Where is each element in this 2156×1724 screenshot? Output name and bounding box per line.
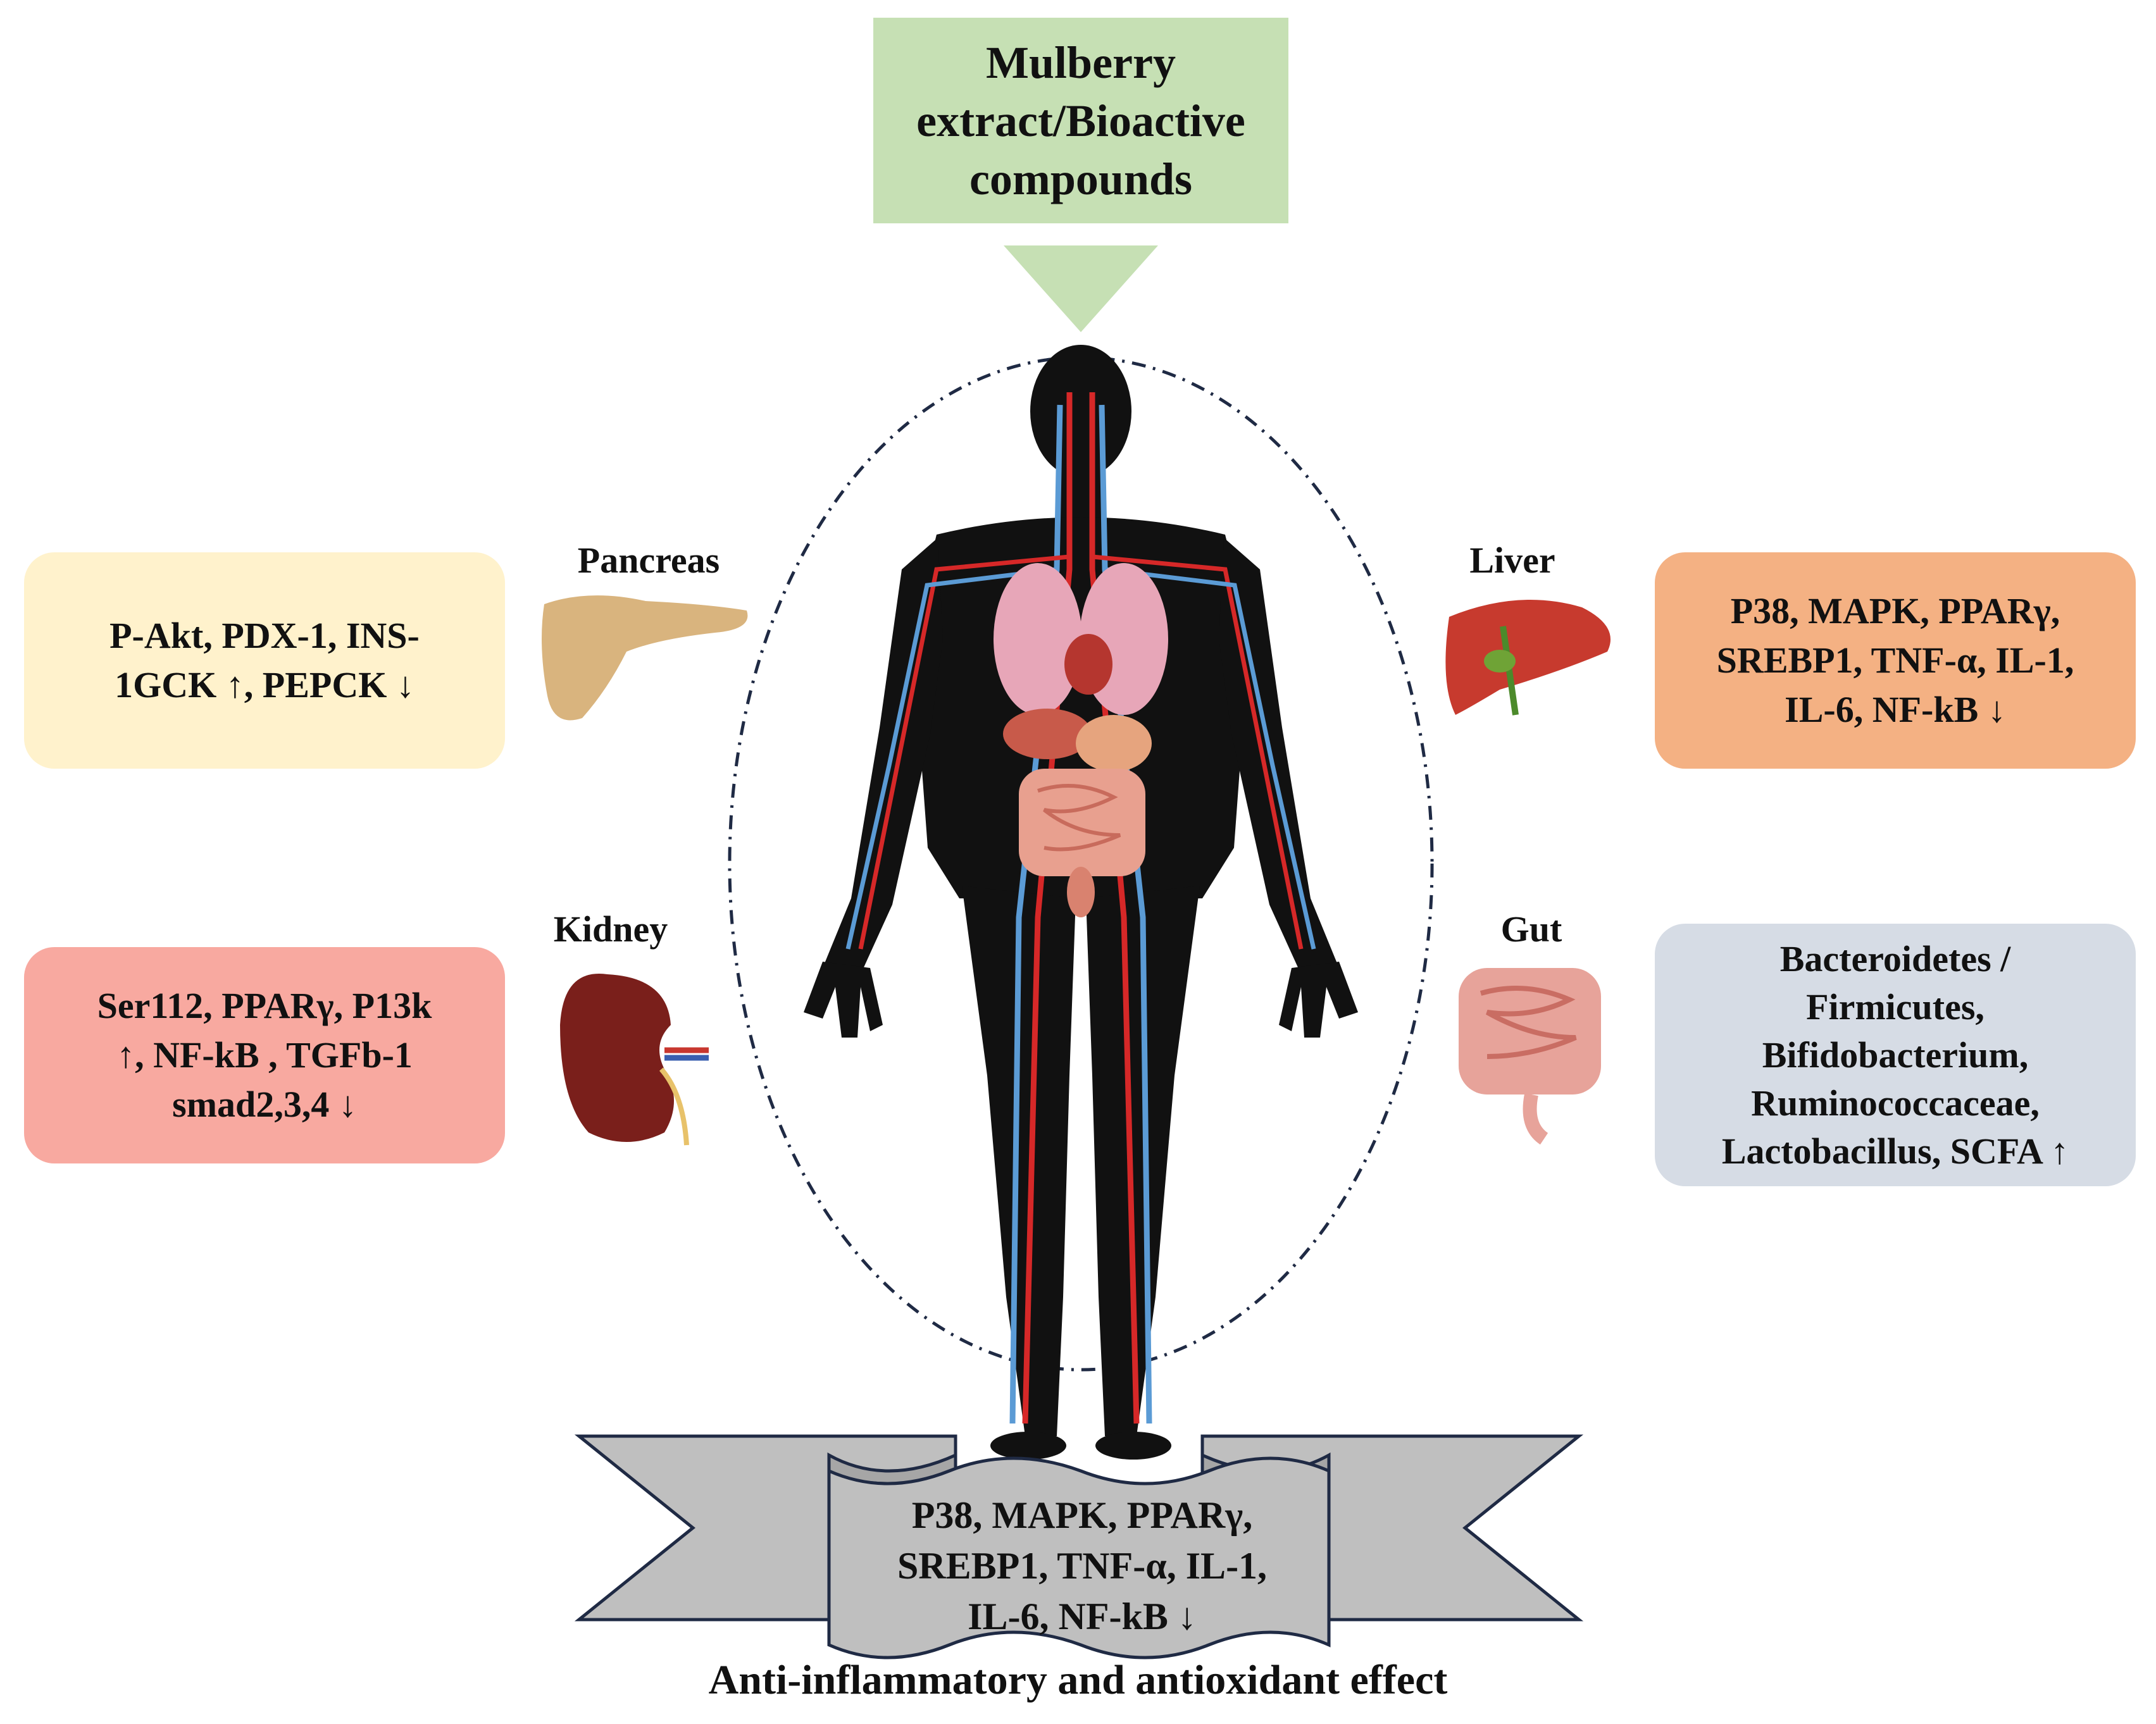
ribbon-line-2: SREBP1, TNF-α, IL-1, bbox=[897, 1545, 1268, 1587]
gut-box: Bacteroidetes / Firmicutes, Bifidobacter… bbox=[1655, 924, 2136, 1186]
kidney-line-3: smad2,3,4 ↓ bbox=[172, 1084, 357, 1125]
gut-line-3: Bifidobacterium, bbox=[1762, 1034, 2029, 1076]
source-box: Mulberry extract/Bioactive compounds bbox=[873, 18, 1288, 223]
down-arrow bbox=[1004, 245, 1158, 332]
pancreas-line-1: P-Akt, PDX-1, INS- bbox=[109, 615, 420, 656]
gut-illustration bbox=[1459, 968, 1601, 1145]
kidney-box: Ser112, PPARγ, P13k ↑, NF-kB , TGFb-1 sm… bbox=[24, 947, 505, 1163]
liver-label: Liver bbox=[1469, 540, 1555, 581]
source-line-1: Mulberry bbox=[986, 37, 1176, 88]
ribbon-banner bbox=[574, 1434, 1584, 1659]
gut-label: Gut bbox=[1500, 909, 1562, 950]
pancreas-illustration bbox=[542, 595, 748, 721]
kidney-line-1: Ser112, PPARγ, P13k bbox=[97, 985, 432, 1026]
gut-line-2: Firmicutes, bbox=[1806, 986, 1985, 1027]
liver-illustration bbox=[1445, 600, 1611, 716]
liver-line-2: SREBP1, TNF-α, IL-1, bbox=[1716, 640, 2074, 681]
human-body-figure bbox=[804, 345, 1358, 1460]
liver-line-1: P38, MAPK, PPARγ, bbox=[1730, 590, 2060, 631]
kidney-illustration bbox=[560, 974, 709, 1146]
ribbon-text: P38, MAPK, PPARγ, SREBP1, TNF-α, IL-1, I… bbox=[842, 1487, 1323, 1645]
pancreas-box: P-Akt, PDX-1, INS- 1GCK ↑, PEPCK ↓ bbox=[24, 552, 505, 769]
pancreas-label: Pancreas bbox=[577, 540, 720, 581]
source-line-3: compounds bbox=[969, 153, 1193, 204]
effect-label: Anti-inflammatory and antioxidant effect bbox=[708, 1657, 1448, 1703]
gut-line-5: Lactobacillus, SCFA ↑ bbox=[1721, 1130, 2069, 1172]
kidney-label: Kidney bbox=[553, 909, 668, 950]
kidney-line-2: ↑, NF-kB , TGFb-1 bbox=[116, 1034, 413, 1076]
gut-line-4: Ruminococcaceae, bbox=[1751, 1082, 2040, 1124]
liver-box: P38, MAPK, PPARγ, SREBP1, TNF-α, IL-1, I… bbox=[1655, 552, 2136, 769]
source-line-2: extract/Bioactive bbox=[916, 95, 1245, 146]
liver-line-3: IL-6, NF-kB ↓ bbox=[1785, 689, 2006, 730]
pancreas-line-2: 1GCK ↑, PEPCK ↓ bbox=[115, 664, 414, 705]
ribbon-line-1: P38, MAPK, PPARγ, bbox=[911, 1494, 1253, 1536]
ribbon-line-3: IL-6, NF-kB ↓ bbox=[968, 1596, 1197, 1637]
gut-line-1: Bacteroidetes / bbox=[1779, 938, 2011, 979]
